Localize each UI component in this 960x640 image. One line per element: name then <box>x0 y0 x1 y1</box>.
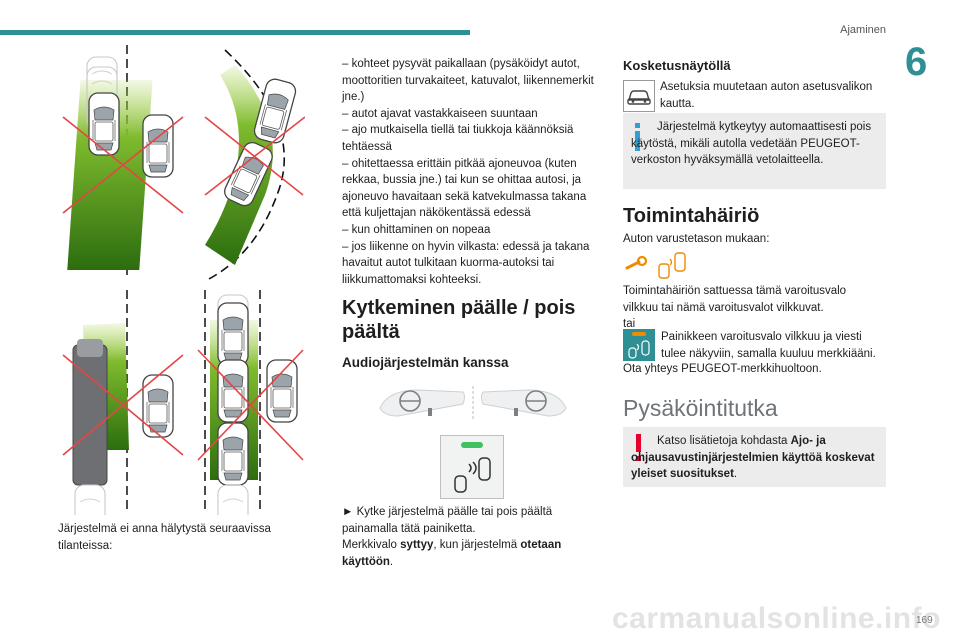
scenario-stationary <box>62 45 184 275</box>
dashboard-sketch <box>379 386 567 420</box>
exception-item: – autot ajavat vastakkaiseen suuntaan <box>342 107 538 120</box>
blind-spot-warning-icon <box>658 252 686 279</box>
touchscreen-text: Asetuksia muutetaan auton asetusvalikon … <box>660 81 873 110</box>
exception-item: – jos liikenne on hyvin vilkasta: edessä… <box>342 240 590 286</box>
fault-text-2: Painikkeen varoitusvalo vilkkuu ja viest… <box>661 331 876 360</box>
fault-text-1: Toimintahäiriön sattuessa tämä varoitusv… <box>623 285 847 314</box>
scenario-curve <box>204 49 305 281</box>
instruction-text: ► Kytke järjestelmä päälle tai pois pääl… <box>342 506 553 535</box>
page-number: 169 <box>916 615 933 626</box>
exception-item: – ohitettaessa erittäin pitkää ajoneuvoa… <box>342 157 587 220</box>
instruction-block: ► Kytke järjestelmä päälle tai pois pääl… <box>342 504 602 570</box>
chapter-number: 6 <box>905 40 928 84</box>
exception-item: – ajo mutkaisella tiellä tai tiukkoja kä… <box>342 124 574 153</box>
watermark: carmanualsonline.info <box>612 602 941 635</box>
audio-heading: Audiojärjestelmän kanssa <box>342 355 509 370</box>
switch-heading: Kytkeminen päälle / pois päältä <box>342 297 576 343</box>
info-box: Järjestelmä kytkeytyy automaattisesti po… <box>623 113 886 189</box>
button-warning-icon <box>623 329 655 361</box>
scenario-heavy-traffic <box>197 290 304 515</box>
exception-item: – kohteet pysyvät paikallaan (pysäköidyt… <box>342 58 594 104</box>
touchscreen-heading: Kosketusnäytöllä <box>623 58 731 73</box>
wrench-icon <box>625 255 648 270</box>
parking-sensors-heading: Pysäköintitutka <box>623 395 778 421</box>
fault-heading: Toimintahäiriö <box>623 205 760 227</box>
info-icon <box>635 123 640 128</box>
scenario-long-vehicle <box>62 290 184 515</box>
exception-item: – kun ohittaminen on nopeaa <box>342 223 491 236</box>
contact-text: Ota yhteys PEUGEOT-merkkihuoltoon. <box>623 363 822 375</box>
warning-text: Katso lisätietoja kohdasta Ajo- ja ohjau… <box>631 435 875 481</box>
info-text: Järjestelmä kytkeytyy automaattisesti po… <box>631 121 872 167</box>
or-text: tai <box>623 318 636 330</box>
indicator-text: Merkkivalo syttyy, kun järjestelmä oteta… <box>342 539 562 568</box>
exception-list: – kohteet pysyvät paikallaan (pysäköidyt… <box>342 56 604 288</box>
blind-spot-illustrations <box>62 45 305 515</box>
warning-box: Katso lisätietoja kohdasta Ajo- ja ohjau… <box>623 427 886 487</box>
warning-lights <box>625 252 686 279</box>
header-accent-bar <box>0 30 470 35</box>
fault-intro: Auton varustetason mukaan: <box>623 233 770 245</box>
blind-spot-button-icon <box>454 442 491 493</box>
exclamation-icon <box>636 434 641 452</box>
running-header: Ajaminen <box>840 24 886 36</box>
car-settings-icon <box>623 80 655 112</box>
blind-spot-button[interactable] <box>440 435 504 499</box>
illustration-caption: Järjestelmä ei anna hälytystä seuraaviss… <box>58 523 271 552</box>
